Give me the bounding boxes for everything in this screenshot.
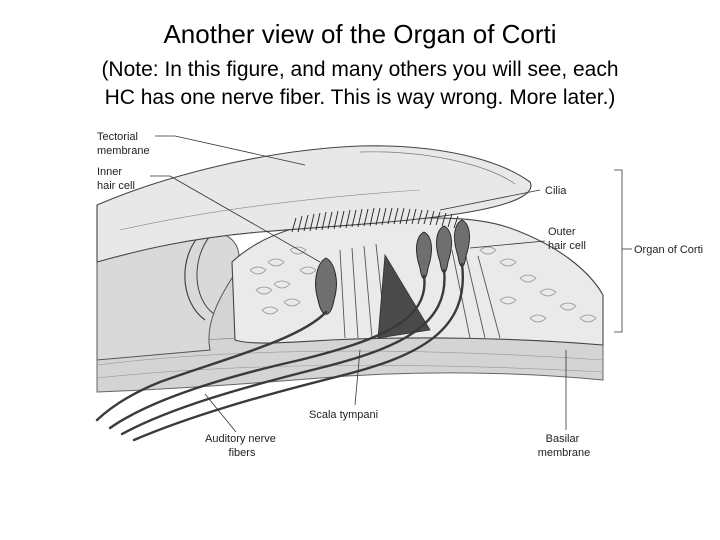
label-basilar-membrane: Basilar membrane (538, 433, 591, 459)
subtitle-line-1: (Note: In this figure, and many others y… (101, 58, 619, 81)
diagram-labels: Tectorial membrane Inner hair cell Cilia… (97, 131, 703, 459)
tectorial-membrane (96, 145, 532, 263)
organ-of-corti-bracket (614, 169, 632, 333)
leader-lines (150, 135, 567, 433)
label-outer-hair-cell: Outer hair cell (548, 226, 586, 252)
auditory-nerve-fibers (95, 262, 465, 442)
cilia (291, 207, 459, 233)
label-cilia: Cilia (545, 185, 567, 197)
label-organ-of-corti: Organ of Corti (634, 244, 703, 256)
label-tectorial-membrane: Tectorial membrane (97, 131, 150, 157)
inner-hair-cell (315, 257, 337, 315)
label-auditory-nerve-fibers: Auditory nerve fibers (205, 433, 279, 459)
subtitle-line-2: HC has one nerve fiber. This is way wron… (104, 86, 616, 109)
label-inner-hair-cell: Inner hair cell (97, 166, 135, 192)
slide-title: Another view of the Organ of Corti (163, 19, 557, 49)
label-scala-tympani: Scala tympani (309, 409, 378, 421)
slide-subtitle: (Note: In this figure, and many others y… (0, 56, 720, 112)
